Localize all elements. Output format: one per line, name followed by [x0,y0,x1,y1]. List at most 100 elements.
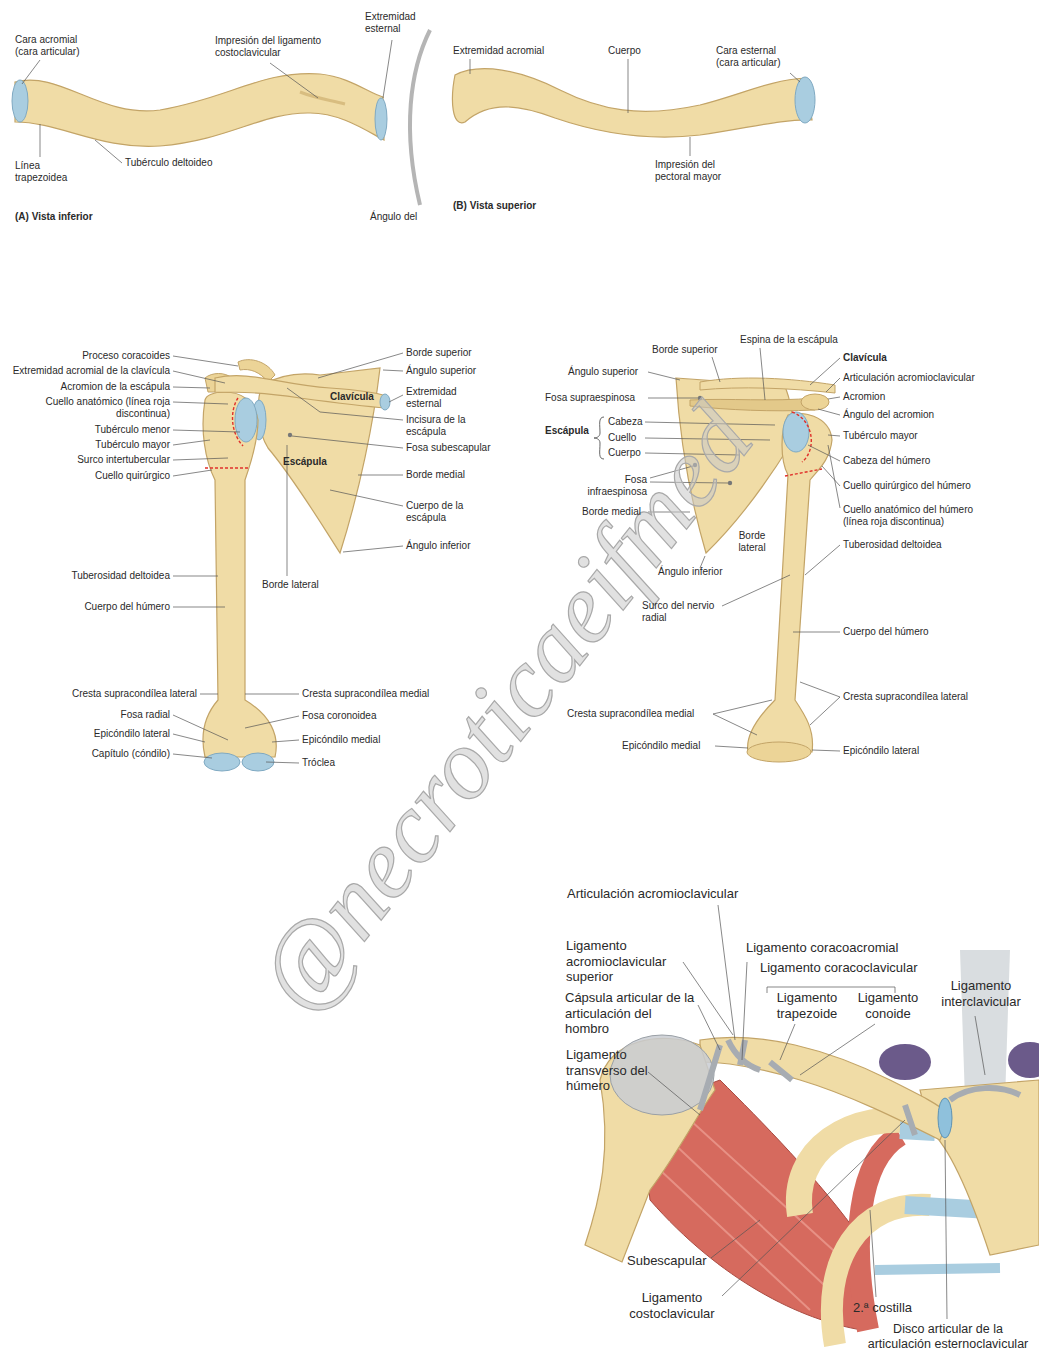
posterior-shoulder-bones-part [783,412,809,452]
leader-lines-part [828,397,840,399]
leader-lines-part [173,607,225,608]
leader-lines-part [173,356,238,366]
posterior-shoulder-bones-part [693,463,697,467]
anterior-shoulder-bones-part [215,376,386,408]
clavicle-superior-view-part [452,69,812,137]
anatomy-label: Surco del nervio radial [642,600,720,624]
leader-lines-part [760,348,765,400]
leader-lines-part [713,714,757,735]
anatomy-label: Cuello quirúrgico del húmero [843,480,971,492]
anatomy-label: Subescapular [627,1253,707,1269]
anterior-shoulder-bones [203,360,390,771]
leader-lines-part [287,388,403,420]
anatomy-label: Cresta supracondílea medial [567,708,694,720]
anatomy-label: Cuerpo del húmero [84,601,170,613]
leader-lines-part [270,63,318,98]
leader-lines-part [358,475,403,476]
anatomy-label: Cápsula articular de la articulación del… [565,990,697,1037]
anatomy-label: Ligamento coracoacromial [746,940,898,956]
anatomy-label: Ligamento trapezoide [766,990,848,1021]
anatomy-label: Cuello anatómico del húmero (línea roja … [843,504,993,528]
clavicle-superior-view [452,69,815,137]
anatomy-label: Cuello anatómico (línea roja discontinua… [30,396,170,420]
leader-lines-part [383,40,392,98]
anterior-shoulder-bones-part [204,753,240,771]
anatomy-label: Extremidad acromial [453,45,544,57]
bone-name: Escápula [283,456,327,468]
leader-lines-part [828,445,840,508]
leader-lines-part [780,1024,795,1060]
anatomy-label: Borde lateral [730,530,774,554]
anatomy-label: Borde lateral [262,579,319,591]
leader-lines-part [698,1005,720,1050]
anatomy-label: Extremidad esternal [406,386,466,410]
bone-name: Clavícula [330,391,374,403]
leader-lines-part [722,575,790,606]
anatomy-label: Ángulo del acromion [843,409,934,421]
posterior-shoulder-bones-part [690,398,815,411]
anatomy-label: Capítulo (cóndilo) [92,748,170,760]
anatomy-label: Epicóndilo medial [622,740,700,752]
anatomy-label: Cresta supracondílea medial [302,688,429,700]
leader-lines-part [200,694,218,695]
anatomy-label: Cuello [608,432,636,444]
anatomy-label: Fosa radial [121,709,170,721]
anatomy-label: Extremidad esternal [365,11,423,35]
leader-lines-part [173,734,205,742]
leader-lines-part [828,435,840,436]
leader-lines-part [648,1072,700,1115]
shoulder-joint-ligaments-part [879,1044,931,1080]
leader-lines-part [812,750,840,751]
anatomy-label: Cabeza del húmero [843,455,930,467]
anatomy-label: Tuberosidad deltoidea [71,570,170,582]
leader-lines-part [712,357,720,382]
anatomy-label: Ángulo inferior [658,566,722,578]
anatomy-label: Ligamento conoide [848,990,928,1021]
anatomy-label: Cuello quirúrgico [95,470,170,482]
posterior-shoulder-bones-part [792,412,811,462]
anatomy-label: Tuberosidad deltoidea [843,539,942,551]
panel-caption: (B) Vista superior [453,200,536,212]
posterior-shoulder-bones-part [747,742,811,762]
clavicle-inferior-view [12,30,430,205]
leader-lines-part [95,140,122,163]
shoulder-joint-ligaments-part [1008,1042,1039,1078]
anatomy-label: Cuerpo [608,447,641,459]
leader-lines-part [40,124,41,157]
anatomy-label: Tubérculo menor [95,424,170,436]
anatomy-label: Articulación acromioclavicular [567,886,738,902]
posterior-shoulder-bones-part [748,413,832,752]
anatomy-label: Línea trapezoidea [15,160,77,184]
leader-lines-part [870,1210,876,1297]
leader-lines-part [318,353,403,378]
anatomy-label: Articulación acromioclavicular [843,372,975,384]
leader-lines-part [722,1120,905,1296]
anatomy-label: Surco intertubercular [77,454,170,466]
anatomy-label: Cuerpo de la escápula [406,500,484,524]
anatomy-label: Ángulo del [370,211,417,223]
leader-lines-part [975,1016,985,1075]
posterior-shoulder-bones-part [594,417,604,459]
leader-lines-part [650,482,728,483]
anatomy-label: Ligamento costoclavicular [622,1290,722,1321]
anatomy-label: Fosa coronoidea [302,710,377,722]
shoulder-joint-ligaments-part [875,1268,1000,1270]
anatomy-label: Epicóndilo lateral [94,728,170,740]
anatomy-label: Cabeza [608,416,642,428]
leader-lines-part [822,466,840,486]
panel-caption: (A) Vista inferior [15,211,93,223]
leader-lines-part [810,358,840,385]
anatomy-label: Cara acromial (cara articular) [15,34,93,58]
leader-lines-part [690,137,691,156]
anterior-shoulder-bones-part [233,398,243,446]
anterior-shoulder-bones-part [205,467,249,468]
leader-lines-part [648,372,680,380]
anatomy-label: Espina de la escápula [740,334,838,346]
leader-lines-part [650,466,693,478]
anatomy-label: Ligamento interclavicular [928,978,1034,1009]
leader-lines-part [272,740,299,742]
leader-lines-part [742,962,747,1060]
anatomy-label: Cresta supracondílea lateral [843,691,968,703]
anatomy-label: Acromion [843,391,885,403]
shoulder-joint-ligaments-part [938,1098,952,1138]
